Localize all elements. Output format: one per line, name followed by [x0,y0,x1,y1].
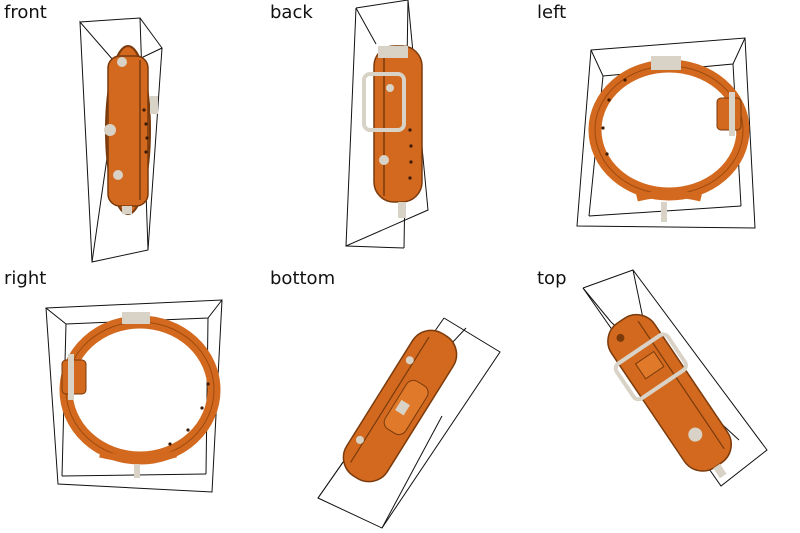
view-label: left [537,2,567,23]
view-label: front [4,2,47,23]
view-label: back [270,2,313,23]
top-collar-render [582,269,768,487]
view-bottom: bottom [266,266,532,532]
bottom-collar-render [317,317,501,529]
collar-model [607,313,732,479]
collar-model [362,45,423,218]
view-label: top [537,268,567,289]
front-collar-render [79,17,163,263]
collar-model [342,329,458,483]
view-right: right [0,266,266,532]
left-collar-render [576,37,756,229]
collar-model [59,312,221,478]
view-front: front [0,0,266,266]
collar-model [104,45,158,215]
view-left: left [533,0,799,266]
view-top: top [533,266,799,532]
view-label: bottom [270,268,336,289]
back-collar-render [345,0,429,249]
view-label: right [4,268,47,289]
collar-model [588,56,750,222]
right-collar-render [45,299,223,493]
view-back: back [266,0,532,266]
